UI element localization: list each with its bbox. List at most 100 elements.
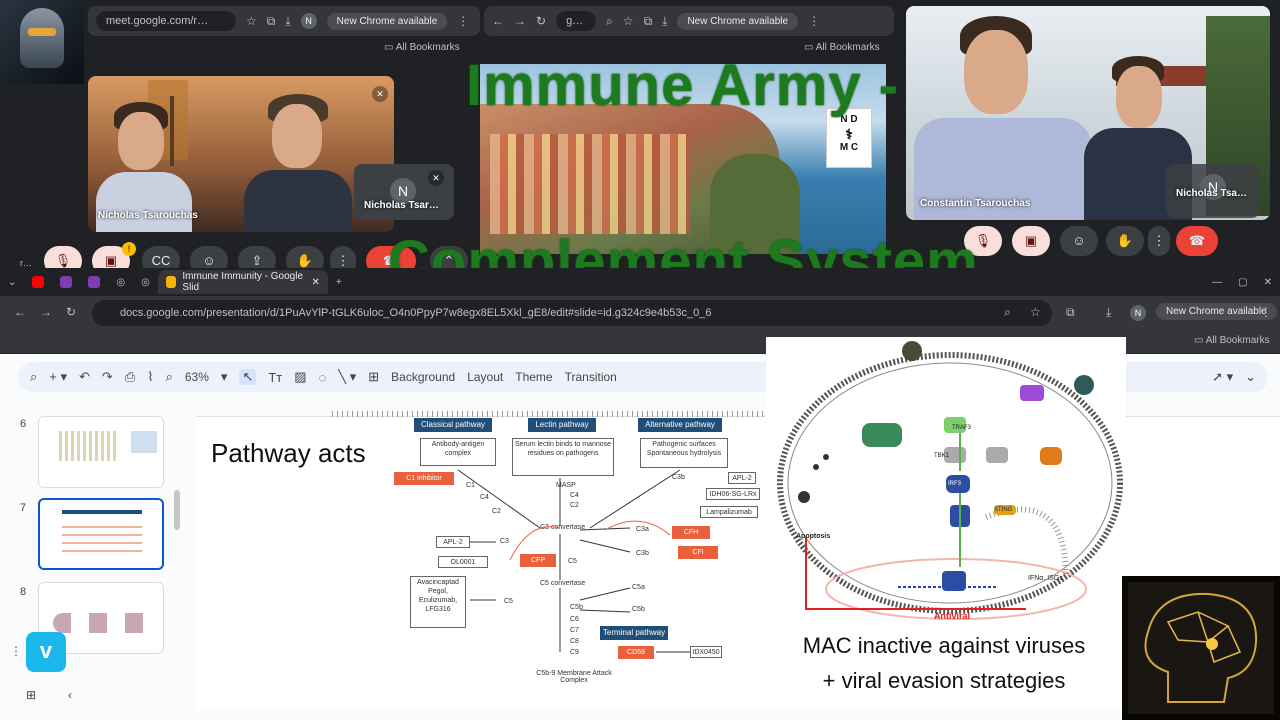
middle-url[interactable]: g… xyxy=(556,11,597,31)
extensions-icon[interactable]: ⧉ xyxy=(1066,305,1075,319)
coastal-village-image xyxy=(480,64,886,254)
new-chrome-button[interactable]: New Chrome available xyxy=(326,12,448,30)
pathway-arrows xyxy=(457,469,690,653)
print-icon[interactable]: ⎙ xyxy=(124,369,136,384)
mic-off-icon: ✕ xyxy=(428,170,444,186)
undo-icon[interactable]: ↶ xyxy=(79,369,90,384)
mic-toggle-button[interactable]: 🎙 xyxy=(964,226,1002,256)
zoom-icon[interactable]: ⌕ xyxy=(165,369,173,384)
video-tile-nicholas[interactable]: ✕ Nicholas Tsarouchas xyxy=(88,76,394,232)
extensions-icon[interactable]: ⧉ xyxy=(643,13,653,28)
avatar: N xyxy=(390,178,416,204)
download-icon[interactable]: ⤓ xyxy=(1106,305,1112,319)
tab-dropdown[interactable]: ⌄ xyxy=(8,276,17,288)
all-bookmarks[interactable]: ▭ All Bookmarks xyxy=(1194,335,1270,346)
emoji-button[interactable]: ☺ xyxy=(1060,226,1098,256)
camera-toggle-button[interactable]: ▣ xyxy=(1012,226,1050,256)
extensions-icon[interactable]: ⧉ xyxy=(266,13,276,28)
lectin-pathway-header: Lectin pathway xyxy=(528,418,596,432)
browser-tab-strip: ⌄ ◎ ◎ Immune Immunity - Google Slid✕ + —… xyxy=(0,268,1280,296)
tab-globe-1[interactable]: ◎ xyxy=(116,276,126,288)
menu-icon[interactable]: ⋮ xyxy=(1260,305,1272,319)
theme-button[interactable]: Theme xyxy=(515,370,553,384)
profile-icon[interactable]: N xyxy=(300,13,317,29)
slide-number: 6 xyxy=(20,418,27,430)
close-window-button[interactable]: ✕ xyxy=(1263,276,1272,288)
comment-icon[interactable]: ⊞ xyxy=(368,369,380,384)
zoom-icon[interactable]: ⌕ xyxy=(1004,305,1011,319)
download-icon[interactable]: ⤓ xyxy=(285,13,291,28)
new-tab-button[interactable]: + xyxy=(335,276,342,288)
transition-button[interactable]: Transition xyxy=(564,370,617,384)
tab-youtube[interactable] xyxy=(24,270,52,294)
paint-format-icon[interactable]: ⌇ xyxy=(147,369,154,384)
star-icon[interactable]: ☆ xyxy=(622,14,634,28)
slide-thumbnail-6[interactable] xyxy=(38,416,164,488)
profile-icon[interactable]: N xyxy=(1130,305,1146,321)
zoom-icon[interactable]: ⌕ xyxy=(606,13,613,28)
mini-tile-nicholas-right[interactable]: N Nicholas Tsa… xyxy=(1166,164,1260,218)
menu-icon[interactable]: ⋮ xyxy=(457,14,470,28)
maximize-button[interactable]: ▢ xyxy=(1238,276,1248,288)
line-icon[interactable]: ╲ ▾ xyxy=(338,369,357,384)
grid-view-icon[interactable]: ⊞ xyxy=(26,688,37,702)
reload-icon[interactable]: ↻ xyxy=(536,14,547,28)
label-c5-convertase: C5 convertase xyxy=(540,580,586,587)
search-icon[interactable]: ⌕ xyxy=(30,369,38,384)
raise-hand-button[interactable]: ✋ xyxy=(1106,226,1144,256)
collapse-icon[interactable]: ⌄ xyxy=(1245,369,1256,384)
tab-purple-2[interactable] xyxy=(80,270,108,294)
video-tile-constantin[interactable]: Constantin Tsarouchas xyxy=(906,6,1270,220)
text-box-icon[interactable]: Tт xyxy=(268,369,283,385)
shape-icon[interactable]: ◌ xyxy=(318,369,327,385)
download-icon[interactable]: ⤓ xyxy=(662,13,668,28)
forward-icon[interactable]: → xyxy=(40,305,52,319)
new-chrome-button[interactable]: New Chrome available xyxy=(1156,303,1277,320)
star-icon[interactable]: ☆ xyxy=(1030,305,1041,319)
star-icon[interactable]: ☆ xyxy=(246,14,257,28)
left-all-bookmarks[interactable]: ▭ All Bookmarks xyxy=(384,42,460,53)
tab-globe-2[interactable]: ◎ xyxy=(141,276,150,288)
redo-icon[interactable]: ↷ xyxy=(101,369,113,384)
tab-slides[interactable]: Immune Immunity - Google Slid✕ xyxy=(157,270,328,294)
reload-icon[interactable]: ↻ xyxy=(66,305,77,319)
leave-call-button[interactable]: ☎ xyxy=(1176,226,1218,256)
new-chrome-button[interactable]: New Chrome available xyxy=(677,12,799,30)
left-url[interactable]: meet.google.com/r… xyxy=(96,11,236,31)
slide-number: 7 xyxy=(20,502,27,514)
left-browser-toolbar: meet.google.com/r… ☆ ⧉ ⤓ N New Chrome av… xyxy=(88,6,480,36)
back-icon[interactable]: ← xyxy=(14,305,26,319)
label-c4: C4 xyxy=(480,494,489,501)
menu-icon[interactable]: ⋮ xyxy=(808,14,821,28)
mini-tile-nicholas[interactable]: N ✕ Nicholas Tsar… xyxy=(354,164,454,220)
filmstrip-scrollbar[interactable] xyxy=(174,490,180,530)
image-icon[interactable]: ▨ xyxy=(294,369,307,384)
background-button[interactable]: Background xyxy=(391,370,456,384)
layout-button[interactable]: Layout xyxy=(467,370,504,384)
label-masp: MASP xyxy=(556,482,576,489)
vimeo-icon[interactable]: v xyxy=(26,632,66,672)
zoom-select[interactable]: 63% xyxy=(184,370,209,384)
select-cursor-icon[interactable]: ↖ xyxy=(239,369,257,385)
participant-name-short: Nicholas Tsa… xyxy=(1176,188,1247,199)
more-options-button[interactable]: ⋮ xyxy=(1148,226,1170,256)
c1-inhibitor: C1 inhibitor xyxy=(394,472,454,485)
address-input[interactable]: docs.google.com/presentation/d/1PuAvYlP-… xyxy=(92,300,1052,326)
collapse-filmstrip-icon[interactable]: ‹ xyxy=(68,688,72,702)
avatar: N xyxy=(1200,174,1226,200)
middle-all-bookmarks[interactable]: ▭ All Bookmarks xyxy=(804,42,880,53)
pointer-mode-icon[interactable]: ➚ ▾ xyxy=(1212,369,1234,384)
traf3-label: TRAF3 xyxy=(952,425,972,431)
overlay-title-line1: Immune Army - xyxy=(466,53,900,118)
back-icon[interactable]: ← xyxy=(492,14,504,28)
tab-purple-1[interactable] xyxy=(52,270,80,294)
label-c3b: C3b xyxy=(636,550,649,557)
slide-thumbnail-7[interactable] xyxy=(38,498,164,570)
brain-illustration xyxy=(1144,592,1258,703)
antiviral-cell-diagram: TRAF3 TBK1 IRF3 STING IFNα, ISGs Apoptos… xyxy=(766,337,1126,623)
new-slide-icon[interactable]: + ▾ xyxy=(49,369,68,384)
filmstrip: 6 7 8 xyxy=(0,400,190,720)
forward-icon[interactable]: → xyxy=(514,14,526,28)
chevron-down-icon[interactable]: ▾ xyxy=(220,369,228,384)
minimize-button[interactable]: — xyxy=(1212,276,1223,288)
